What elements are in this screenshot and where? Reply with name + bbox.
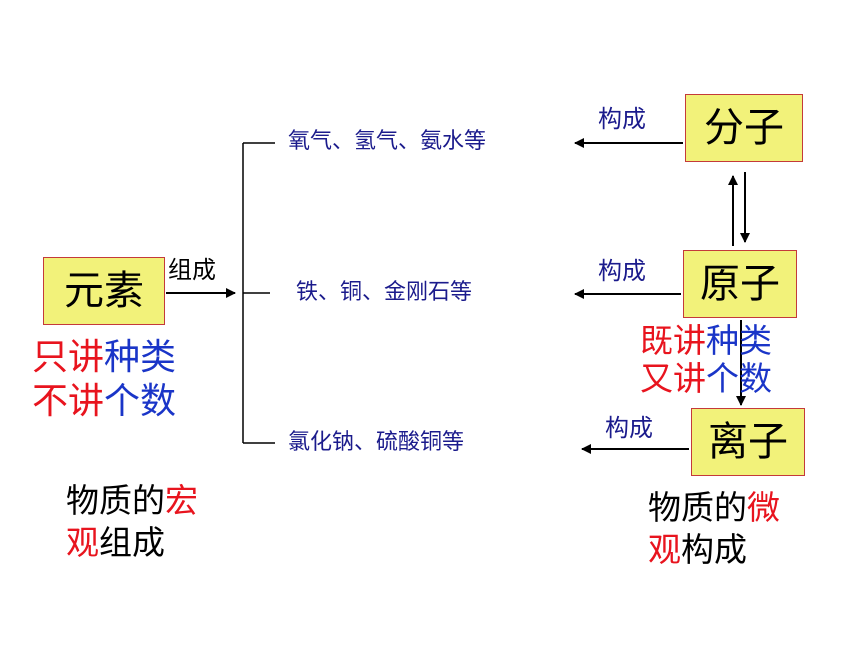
atom-note-line2-b: 个数 <box>706 359 772 398</box>
element-note-line1-b: 种类 <box>104 337 177 378</box>
atom-box: 原子 <box>683 250 797 318</box>
atom-box-label: 原子 <box>700 261 780 307</box>
substance-atomic: 铁、铜、金刚石等 <box>296 280 473 305</box>
molecule-box-label: 分子 <box>704 105 784 151</box>
micro-caption-line2-b: 构成 <box>681 530 747 569</box>
element-box-label: 元素 <box>64 268 144 314</box>
ion-box: 离子 <box>691 408 805 476</box>
micro-caption-line1-a: 物质的 <box>648 488 747 527</box>
macro-caption-line2-a: 观 <box>66 523 99 562</box>
substance-ionic: 氯化钠、硫酸铜等 <box>288 430 465 455</box>
element-note: 只讲种类 不讲个数 <box>32 336 176 424</box>
element-box: 元素 <box>43 257 165 325</box>
molecule-arrow-label: 构成 <box>598 105 646 133</box>
ion-arrow-label: 构成 <box>605 414 653 442</box>
element-note-line2-a: 不讲 <box>32 381 105 422</box>
compose-arrow-label: 组成 <box>168 256 216 284</box>
molecule-box: 分子 <box>685 94 803 162</box>
micro-caption: 物质的微 观构成 <box>648 487 780 571</box>
atom-note-line1-a: 既讲 <box>640 321 706 360</box>
micro-caption-line2-a: 观 <box>648 530 681 569</box>
atom-arrow-label: 构成 <box>598 257 646 285</box>
substance-molecular: 氧气、氢气、氨水等 <box>288 129 487 154</box>
atom-note-line2-a: 又讲 <box>640 359 706 398</box>
element-note-line1-a: 只讲 <box>32 337 105 378</box>
micro-caption-line1-b: 微 <box>747 488 780 527</box>
macro-caption: 物质的宏 观组成 <box>66 480 198 564</box>
ion-box-label: 离子 <box>708 419 788 465</box>
macro-caption-line1-b: 宏 <box>165 481 198 520</box>
element-note-line2-b: 个数 <box>104 381 177 422</box>
macro-caption-line2-b: 组成 <box>99 523 165 562</box>
macro-caption-line1-a: 物质的 <box>66 481 165 520</box>
atom-note-line1-b: 种类 <box>706 321 772 360</box>
atom-note: 既讲种类 又讲个数 <box>640 322 772 398</box>
